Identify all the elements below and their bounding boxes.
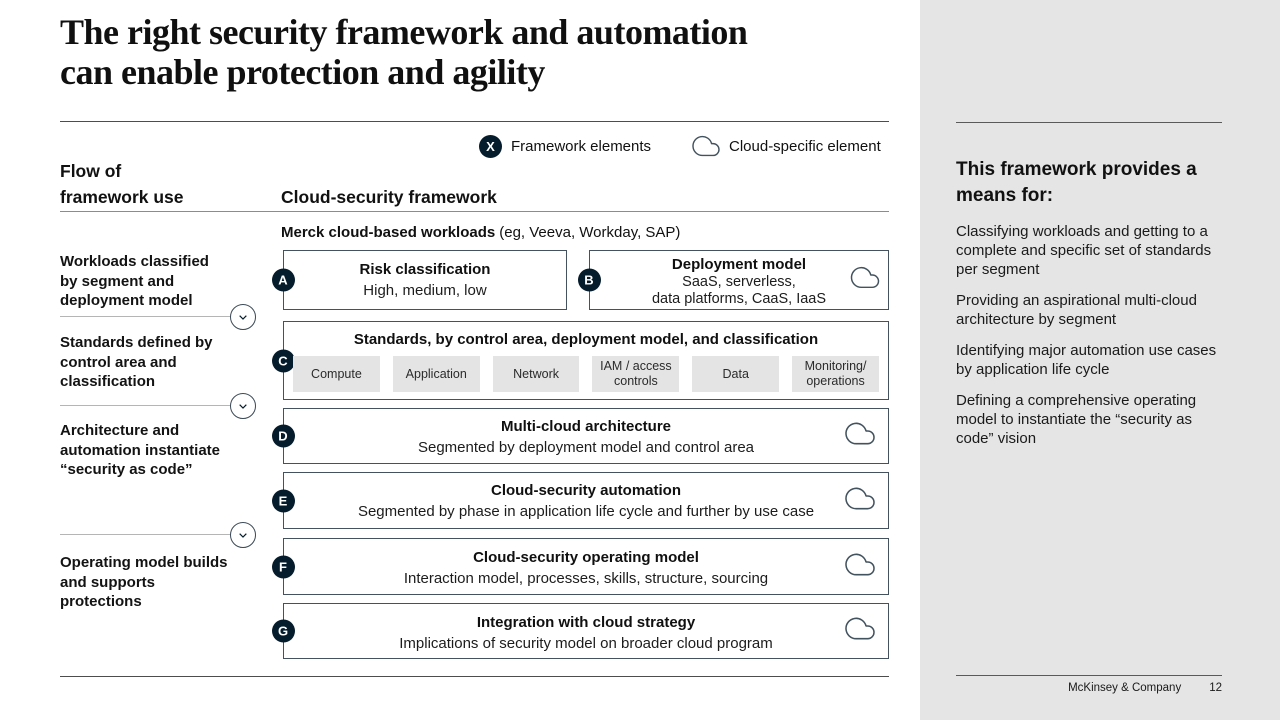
framework-element-badge-symbol: X: [486, 139, 495, 154]
chip-data: Data: [692, 356, 780, 392]
box-deployment-model: B Deployment model SaaS, serverless, dat…: [577, 250, 889, 310]
flow-column-header: Flow of framework use: [60, 158, 184, 210]
cloud-icon: [841, 420, 879, 453]
letter-badge-a: A: [271, 268, 295, 292]
box-title: Deployment model: [671, 256, 807, 273]
box-operating-model: F Cloud-security operating model Interac…: [271, 538, 889, 595]
sidebar-paragraph: Providing an aspirational multi-cloud ar…: [956, 292, 1197, 328]
workloads-caption-bold: Merck cloud-based workloads: [281, 224, 496, 241]
flow-item-workloads: Workloads classified by segment and depl…: [60, 253, 209, 309]
footer-brand: McKinsey & Company: [1068, 682, 1182, 694]
chevron-down-icon: [230, 304, 256, 330]
sidebar-top-divider: [956, 122, 1222, 123]
sidebar-paragraph: Defining a comprehensive operating model…: [956, 392, 1197, 447]
cloud-icon: [841, 550, 879, 583]
box-title: Risk classification: [359, 261, 491, 278]
flow-divider-2: [60, 405, 232, 406]
box-integration-cloud-strategy: G Integration with cloud strategy Implic…: [271, 603, 889, 659]
title-divider: [60, 121, 889, 122]
box-title: Multi-cloud architecture: [500, 418, 672, 435]
cloud-icon: [847, 264, 883, 296]
flow-divider-3: [60, 534, 232, 535]
letter-badge-b: B: [577, 268, 601, 292]
flow-item-operating-model: Operating model builds and supports prot…: [60, 554, 228, 610]
flow-divider-1: [60, 316, 232, 317]
footer-page-number: 12: [1209, 682, 1222, 694]
box-subtitle-line2: data platforms, CaaS, IaaS: [651, 291, 827, 307]
slide-title-line2: can enable protection and agility: [60, 52, 545, 92]
box-title: Integration with cloud strategy: [476, 614, 696, 631]
letter-badge-f: F: [271, 555, 295, 578]
header-divider: [60, 211, 889, 212]
letter-badge-d: D: [271, 424, 295, 448]
box-multicloud-architecture: D Multi-cloud architecture Segmented by …: [271, 408, 889, 464]
box-title: Cloud-security operating model: [473, 549, 699, 566]
sidebar-bottom-divider: [956, 675, 1222, 676]
letter-badge-c: C: [271, 349, 295, 372]
cloud-icon: [688, 133, 724, 164]
bottom-divider: [60, 676, 889, 677]
workloads-caption: Merck cloud-based workloads(eg, Veeva, W…: [281, 224, 680, 241]
box-subtitle: High, medium, low: [363, 282, 487, 299]
letter-badge-e: E: [271, 489, 295, 512]
box-subtitle: Segmented by phase in application life c…: [357, 503, 815, 520]
flow-item-architecture: Architecture and automation instantiate …: [60, 422, 221, 478]
letter-badge-g: G: [271, 619, 295, 643]
framework-column-header: Cloud-security framework: [281, 187, 497, 207]
box-title: Cloud-security automation: [490, 482, 681, 499]
chip-compute: Compute: [293, 356, 380, 392]
cloud-icon: [841, 615, 879, 648]
legend-cloud-label: Cloud-specific element: [729, 138, 881, 155]
box-standards: C Standards, by control area, deployment…: [271, 321, 889, 400]
box-subtitle: Segmented by deployment model and contro…: [417, 439, 755, 456]
legend-framework-label: Framework elements: [511, 138, 652, 155]
box-subtitle: Implications of security model on broade…: [399, 635, 773, 652]
box-subtitle: Interaction model, processes, skills, st…: [403, 570, 769, 587]
slide-title: The right security framework and automat…: [60, 12, 890, 92]
framework-element-badge-icon: X: [479, 135, 502, 158]
flow-header-line2: framework use: [60, 187, 184, 207]
sidebar: This framework provides a means for: Cla…: [920, 0, 1280, 720]
box-title: Standards, by control area, deployment m…: [353, 331, 819, 348]
chip-monitoring-operations: Monitoring/ operations: [792, 356, 879, 392]
flow-header-line1: Flow of: [60, 161, 122, 181]
box-risk-classification: A Risk classification High, medium, low: [271, 250, 567, 310]
sidebar-paragraphs: Classifying workloads and getting to a c…: [956, 222, 1222, 460]
chip-application: Application: [392, 356, 480, 392]
slide-title-line1: The right security framework and automat…: [60, 12, 748, 52]
chip-iam-access-controls: IAM / access controls: [592, 356, 680, 392]
slide-footer: McKinsey & Company 12: [956, 682, 1222, 694]
chevron-down-icon: [230, 522, 256, 548]
chip-network: Network: [492, 356, 580, 392]
chevron-down-icon: [230, 393, 256, 419]
sidebar-paragraph: Identifying major automation use cases b…: [956, 342, 1217, 378]
flow-item-standards: Standards defined by control area and cl…: [60, 334, 213, 390]
workloads-caption-note: (eg, Veeva, Workday, SAP): [499, 224, 681, 241]
box-subtitle-line1: SaaS, serverless,: [682, 274, 796, 290]
box-cloud-security-automation: E Cloud-security automation Segmented by…: [271, 472, 889, 529]
control-area-chips: Compute Application Network IAM / access…: [293, 356, 879, 392]
sidebar-paragraph: Classifying workloads and getting to a c…: [956, 223, 1212, 278]
sidebar-heading: This framework provides a means for:: [956, 159, 1197, 206]
cloud-icon: [841, 484, 879, 517]
